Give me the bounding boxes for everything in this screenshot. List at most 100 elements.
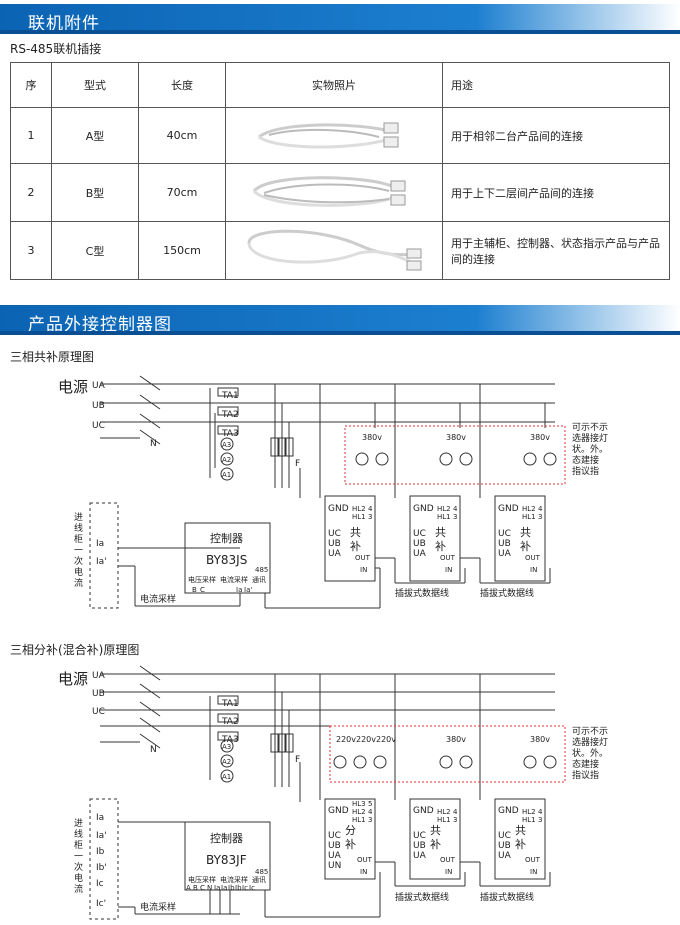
ta2-label: TA2 [221,410,239,420]
controller-term: Ia [214,884,220,892]
cable-label: 插拔式数据线 [480,587,534,599]
cable-a-image [258,122,399,149]
controller-model: BY83JS [206,553,247,567]
phase-uc: UC [92,421,105,431]
module-ub: UB [413,539,426,549]
power-label-2: 电源 [58,670,88,688]
module-gnd: GND [498,504,519,514]
cable-photo-c [225,221,443,280]
section-title: 联机附件 [28,14,100,34]
controller-term: A [186,884,191,892]
cell-length: 150cm [138,221,226,280]
cell-use: 用于上下二层间产品间的连接 [442,163,670,222]
controller-port: 485 [255,868,268,876]
lamp-220: 220v [376,735,396,744]
pin-num: 4 [453,505,458,513]
ta1-label: TA1 [221,391,239,401]
ct-side: 电 [74,566,83,578]
ct-term: Ib' [96,863,107,873]
indicator-note: 选器接灯 [572,432,608,444]
phase-ub: UB [92,689,105,699]
fuse-label: F [295,755,300,765]
neutral-label: N [150,745,157,755]
accessory-table: 序 型式 长度 实物照片 用途 1 A型 40cm 用于相邻二台产品间的连接 2… [10,62,670,280]
table-row: 1 A型 40cm 用于相邻二台产品间的连接 [10,107,670,164]
ct-side: 次 [74,555,83,567]
phase-ua: UA [92,381,106,391]
rs485-title: RS-485联机插接 [10,42,102,56]
module-out: OUT [355,554,371,562]
table-header-row: 序 型式 长度 实物照片 用途 [10,62,670,108]
ct-side: 一 [74,546,83,556]
pin-num: 3 [368,513,372,521]
diagram2-title: 三相分补(混合补)原理图 [10,643,140,657]
lamp-380: 380v [530,735,550,744]
table-row: 2 B型 70cm 用于上下二层间产品间的连接 [10,163,670,222]
cell-length: 40cm [138,107,226,164]
module-label-a: 共 [350,526,361,539]
pin-hl3: HL3 [352,800,366,808]
controller-term: C [200,586,205,594]
ta2-label: TA2 [221,717,239,727]
header-no: 序 [10,62,52,108]
pin-num: 3 [538,816,542,824]
ct-term: Ib [96,847,105,857]
controller-label: 通讯 [252,575,266,584]
module-ua: UA [413,549,427,559]
lamp-voltage: 380v [530,433,550,442]
controller-term: C [200,884,205,892]
pin-num: 4 [368,808,373,816]
ammeter-a1: A1 [222,773,231,781]
cell-type: B型 [51,163,139,222]
module-label-a: 共 [435,526,446,539]
cable-label: 插拔式数据线 [480,891,534,903]
pin-num: 3 [453,816,457,824]
phase-uc: UC [92,707,105,717]
controller-label: 电流采样 [220,575,248,584]
controller-term: Ia [236,586,242,594]
controller-term: B [193,884,198,892]
controller-label: 通讯 [252,875,266,884]
module-uc: UC [413,831,426,841]
module-label-b: 补 [430,838,441,851]
module-ua: UA [498,549,512,559]
controller-label: 电流采样 [220,875,248,884]
controller-port: 485 [255,566,268,574]
pin-hl2: HL2 [522,505,536,513]
controller-term: Ia [221,884,227,892]
pin-num: 3 [538,513,542,521]
phase-ub: UB [92,401,105,411]
cell-use: 用于相邻二台产品间的连接 [442,107,670,164]
module-in: IN [530,566,537,574]
pin-hl2: HL2 [352,808,366,816]
section-header-diagrams: 产品外接控制器图 [0,305,680,335]
module-out: OUT [357,856,373,864]
controller-title: 控制器 [210,531,243,545]
module-in: IN [445,566,452,574]
ct-term: Ia [96,813,104,823]
lamp-220: 220v [356,735,376,744]
module-ua: UA [413,851,427,861]
controller-label: 电压采样 [188,875,216,884]
section-stripe [0,331,680,335]
module-ua: UA [498,851,512,861]
header-type: 型式 [51,62,139,108]
module-ub: UB [498,539,511,549]
module-ua: UA [328,549,342,559]
ct-term: Ia [96,539,104,549]
indicator-note: 态建接 [572,758,599,770]
pin-num: 3 [368,816,372,824]
controller-term: Ib [235,884,242,892]
section-title: 产品外接控制器图 [28,315,172,335]
pin-num: 4 [368,505,373,513]
pin-num: 4 [453,808,458,816]
controller-label: 电压采样 [188,575,216,584]
ct-side: 次 [74,861,83,873]
ammeter-a2: A2 [222,758,231,766]
power-label-1: 电源 [58,378,88,396]
ammeter-a3: A3 [222,441,231,449]
module-uc: UC [498,529,511,539]
pin-hl1: HL1 [522,513,536,521]
ct-side: 一 [74,852,83,862]
module-label-a: 分 [345,824,356,837]
